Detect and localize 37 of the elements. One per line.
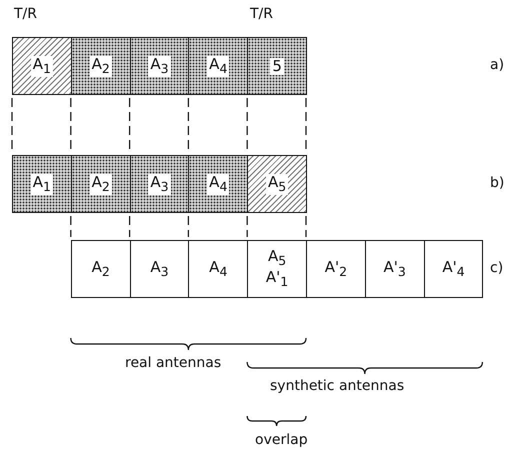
antenna-cell	[306, 240, 366, 298]
antenna-cell	[130, 155, 190, 213]
antenna-cell	[424, 240, 484, 298]
antenna-cell	[130, 37, 190, 95]
antenna-label: A$_{2}$	[90, 56, 112, 76]
antenna-cell	[130, 240, 190, 298]
antenna-cell	[12, 37, 72, 95]
antenna-cell	[364, 240, 425, 298]
antenna-cell	[247, 155, 307, 213]
group-label: overlap	[255, 432, 308, 448]
antenna-label: A'$_{3}$	[382, 258, 408, 280]
antenna-cell	[70, 37, 131, 95]
row-label: b)	[490, 175, 504, 191]
row-label: c)	[490, 260, 504, 276]
antenna-cell	[70, 240, 131, 298]
row-label: a)	[490, 57, 504, 73]
antenna-label: A$_{4}$	[207, 56, 230, 76]
tr-label: T/R	[250, 6, 273, 22]
antenna-label: A$_{4}$	[207, 174, 230, 194]
antenna-cell	[247, 240, 307, 298]
antenna-label: A$_{2}$	[90, 174, 112, 194]
antenna-cell	[70, 155, 131, 213]
antenna-cell	[247, 37, 307, 95]
antenna-label: A$_{1}$	[30, 174, 53, 194]
tr-label: T/R	[14, 6, 37, 22]
antenna-cell	[188, 37, 248, 95]
group-label: real antennas	[125, 355, 222, 371]
antenna-label: A$_{3}$	[148, 174, 171, 194]
antenna-label: A$_{3}$	[148, 56, 171, 76]
antenna-label: A$_{5}$	[266, 174, 288, 194]
antenna-label: 5	[270, 58, 284, 74]
antenna-label: A$_{1}$	[30, 56, 53, 76]
group-label: synthetic antennas	[270, 378, 404, 394]
antenna-cell	[188, 155, 248, 213]
antenna-label: A$_{3}$	[148, 258, 171, 280]
antenna-cell	[188, 240, 248, 298]
antenna-cell	[12, 155, 72, 213]
